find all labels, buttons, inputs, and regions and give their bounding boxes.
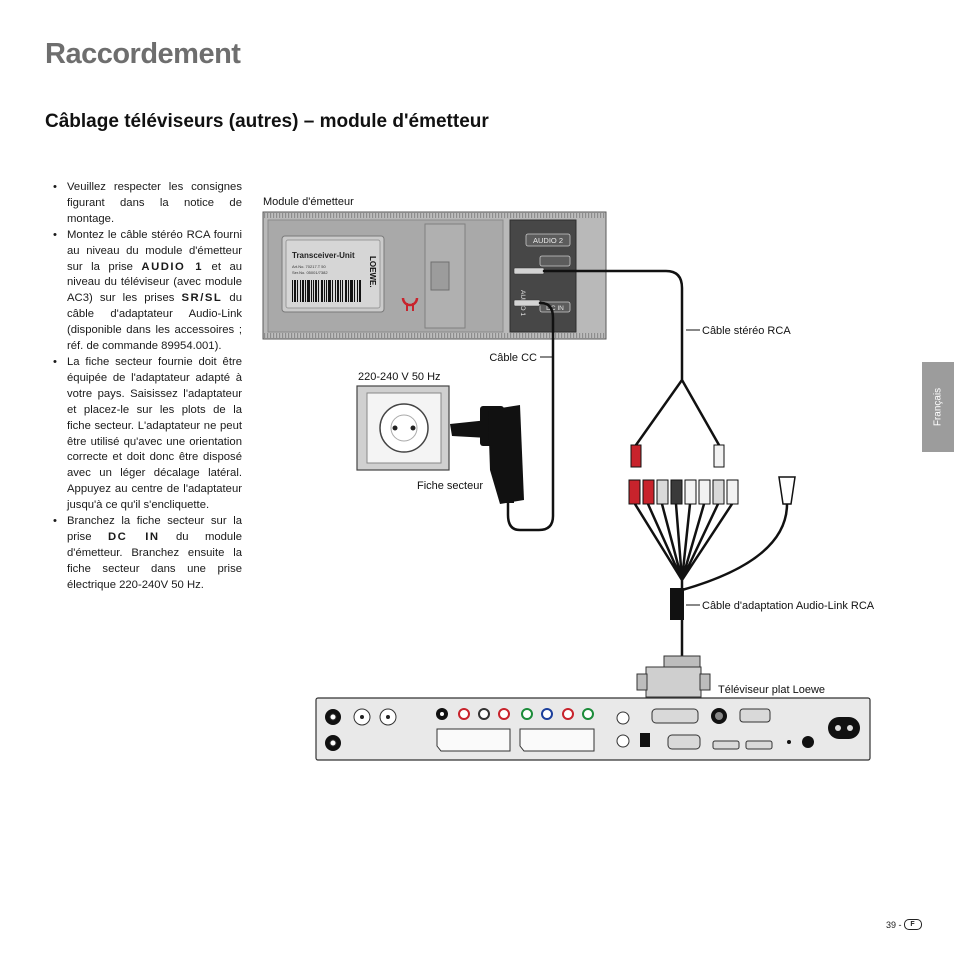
adapter-rca-plugs — [628, 479, 739, 505]
audio-link-branch — [680, 502, 789, 592]
page-title: Raccordement — [45, 38, 241, 70]
language-tab-label: Français — [932, 387, 944, 427]
port-keyword: AUDIO 1 — [141, 260, 204, 273]
stereo-rca-plugs — [630, 444, 725, 468]
language-badge: F — [903, 919, 922, 930]
instruction-list: Veuillez respecter les consignes figuran… — [50, 180, 242, 594]
label-adapter-cable: Câble d'adaptation Audio-Link RCA — [702, 600, 875, 612]
page-footer: 39 - F — [886, 919, 922, 930]
label-voltage: 220-240 V 50 Hz — [358, 371, 441, 383]
instruction-text: Montez le câble stéréo RCA fourni au niv… — [67, 228, 242, 273]
language-tab: Français — [922, 362, 954, 452]
port-label-dcin: DC IN — [546, 305, 564, 312]
leader-lines — [540, 329, 700, 606]
instruction-text: Veuillez respecter les consignes figuran… — [67, 181, 242, 225]
instruction-text: du module d'émetteur. Branchez ensuite l… — [67, 530, 242, 591]
tv-back-panel — [315, 697, 871, 761]
instruction-item: Branchez la fiche secteur sur la prise D… — [50, 514, 242, 594]
din-connector — [636, 655, 711, 698]
transmitter-module: Transceiver-Unit Art.No. 70217.T 50 Ser.… — [262, 211, 607, 340]
instruction-text: Branchez la fiche secteur sur la prise — [67, 515, 242, 543]
instruction-item: Veuillez respecter les consignes figuran… — [50, 180, 242, 228]
module-art-number: Art.No. 70217.T 50 — [292, 264, 327, 269]
module-barcode — [292, 280, 361, 302]
port-keyword: DC IN — [107, 530, 160, 543]
dc-cable — [506, 301, 555, 532]
module-ser-number: Ser.No. 05001/7382 — [292, 270, 328, 275]
cable-paths — [506, 269, 789, 662]
audio-link-plug — [778, 476, 796, 505]
port-keyword: SR/SL — [181, 292, 223, 305]
instruction-text: du câble d'adaptateur Audio-Link (dispon… — [67, 292, 242, 353]
section-title: Câblage téléviseurs (autres) – module d'… — [45, 111, 489, 132]
port-label-audio2: AUDIO 2 — [533, 236, 563, 245]
label-power-plug: Fiche secteur — [417, 480, 483, 492]
instruction-text: et au niveau du téléviseur (avec module … — [67, 260, 243, 305]
page-number: 39 - — [886, 919, 902, 930]
ferrite-bead — [670, 588, 684, 620]
module-unit-name: Transceiver-Unit — [292, 251, 355, 260]
power-adapter — [450, 405, 524, 504]
instruction-text: La fiche secteur fournie doit être équip… — [67, 355, 242, 512]
label-cc-cable: Câble CC — [489, 352, 537, 364]
stereo-rca-cable — [542, 269, 721, 447]
label-transmitter-module: Module d'émetteur — [263, 196, 354, 208]
instruction-item: La fiche secteur fournie doit être équip… — [50, 355, 242, 514]
module-brand-logo: LOEWE. — [368, 256, 377, 288]
label-stereo-cable: Câble stéréo RCA — [702, 325, 791, 337]
wall-socket — [356, 385, 450, 471]
instruction-item: Montez le câble stéréo RCA fourni au niv… — [50, 228, 242, 355]
label-tv: Téléviseur plat Loewe — [718, 684, 825, 696]
